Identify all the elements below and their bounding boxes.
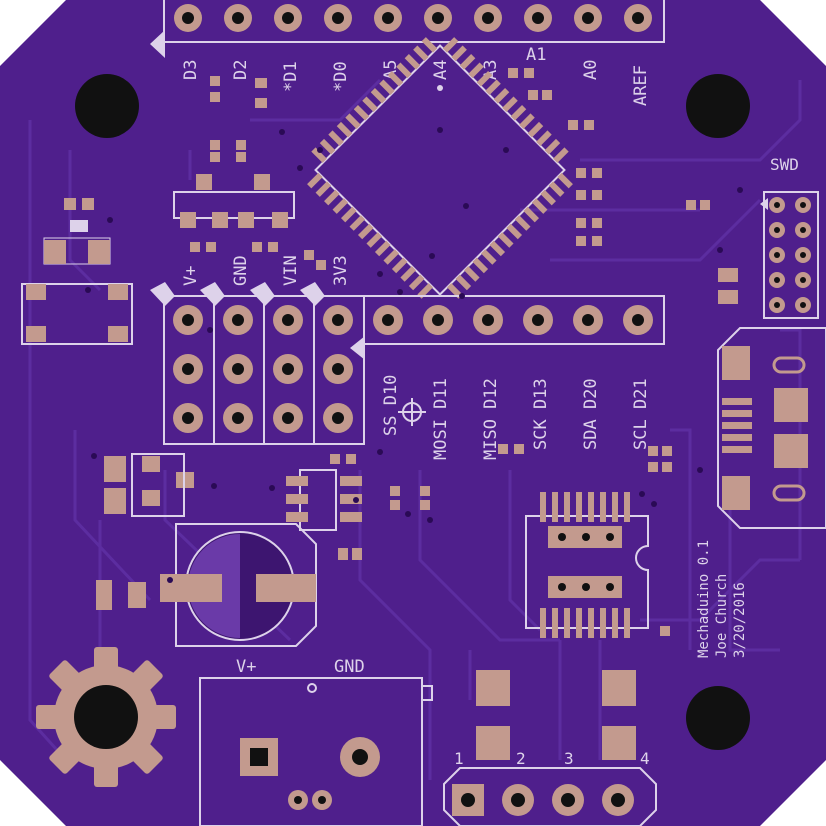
mount-hole-top-left [75, 74, 139, 138]
terminal-label-vplus: V+ [236, 657, 256, 677]
swd-label: SWD [770, 155, 799, 174]
label-vplus: V+ [181, 266, 201, 286]
screw-terminal: V+ GND S [199, 657, 433, 826]
terminal-label-gnd: GND [334, 657, 365, 677]
title-line-3: 3/20/2016 [732, 582, 748, 658]
crosshair-icon [398, 398, 426, 426]
mid-header: SS D10 MOSI D11 MISO D12 SCK D13 SDA D20… [350, 295, 665, 460]
label-a4: A4 [431, 60, 451, 80]
label-ss-d10: SS D10 [381, 375, 401, 436]
mount-hole-bottom-right [686, 686, 750, 750]
motor-header: 1 2 3 4 [443, 670, 657, 826]
left-components [21, 174, 295, 345]
label-d2: D2 [231, 60, 251, 80]
top-header: D3 D2 *D1 *D0 A5 A4 A3 A1 A0 AREF [150, 0, 665, 106]
label-sck-d13: SCK D13 [531, 378, 551, 450]
title-line-2: Joe Church [714, 574, 730, 658]
label-sda-d20: SDA D20 [581, 378, 601, 450]
label-a0: A0 [581, 60, 601, 80]
label-d3: D3 [181, 60, 201, 80]
label-aref: AREF [631, 65, 651, 106]
label-a5: A5 [381, 60, 401, 80]
label-d0: *D0 [331, 61, 351, 92]
motor-pin-3: 3 [564, 749, 574, 768]
top-header-pins [174, 4, 652, 32]
label-scl-d21: SCL D21 [631, 378, 651, 450]
microcontroller-chip [307, 37, 573, 299]
title-block: Mechaduino 0.1 Joe Church 3/20/2016 [696, 540, 748, 658]
title-line-1: Mechaduino 0.1 [696, 540, 712, 658]
power-header: V+ GND VIN 3V3 [150, 255, 365, 445]
label-d1: *D1 [281, 61, 301, 92]
terminal-mark: S [304, 822, 312, 826]
driver-chip [525, 492, 649, 638]
label-vin: VIN [281, 255, 301, 286]
gear-logo-icon [36, 647, 176, 787]
motor-pin-1: 1 [454, 749, 464, 768]
label-gnd: GND [231, 255, 251, 286]
motor-pin-4: 4 [640, 749, 650, 768]
top-header-labels: D3 D2 *D1 *D0 A5 A4 A3 A1 A0 AREF [181, 45, 651, 106]
usb-connector [717, 327, 826, 529]
label-mosi-d11: MOSI D11 [431, 378, 451, 460]
motor-pin-2: 2 [516, 749, 526, 768]
chip-pin1-marker [437, 85, 443, 91]
label-3v3: 3V3 [331, 255, 351, 286]
vias [85, 127, 743, 583]
passive-components [190, 68, 738, 636]
copper-traces [28, 78, 802, 780]
swd-header: SWD [760, 155, 819, 319]
label-miso-d12: MISO D12 [481, 378, 501, 460]
lower-left-components [96, 453, 362, 647]
label-a1: A1 [526, 45, 546, 65]
mount-hole-top-right [686, 74, 750, 138]
